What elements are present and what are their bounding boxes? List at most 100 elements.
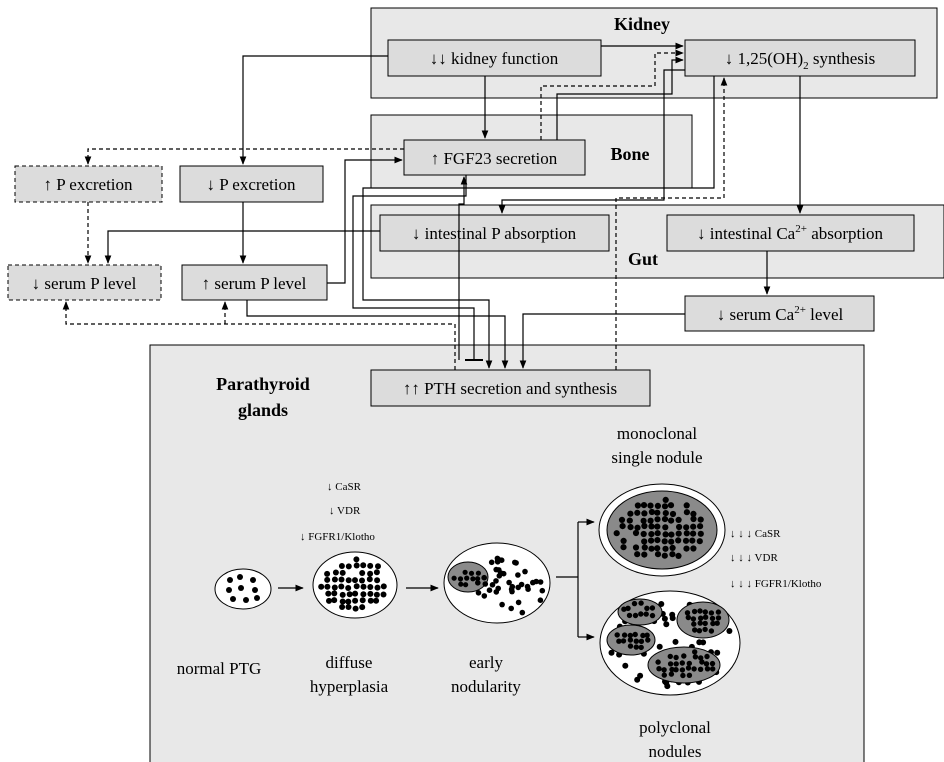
marker-mid-casr: ↓ CaSR [327,481,362,493]
serum-ca-post: level [806,305,844,324]
diffuse-gland-cell [367,590,374,597]
mono-nodule-cell [668,538,675,545]
pth-label: ↑↑ PTH secretion and synthesis [403,379,617,398]
mono-nodule-cell [667,502,675,509]
poly-nodule-cell [680,672,686,679]
intestinal-ca-box [666,214,915,252]
arrow-pth-to-fgf23-solid [458,176,468,360]
diffuse-gland-cell [359,597,366,604]
mono-nodule-cell [661,516,669,523]
mono-nodule-cell [654,502,662,509]
mono-nodule-cell [675,516,682,524]
diffuse-gland-cell [345,585,352,591]
poly-nodule-cell [698,615,704,621]
mono-nodule-cell [697,530,704,537]
poly-nodule-cell [710,620,716,627]
mono-nodule-cell [641,551,648,558]
poly-nodule-cell [709,615,716,622]
diffuse-gland-cell [380,583,387,590]
mono-nodule-cell [654,530,661,537]
diffuse-gland-cell [374,577,381,584]
progression-arrows [278,518,595,641]
poly-nodule-cell [644,632,650,638]
diffuse-gland-cell [375,563,381,570]
diffuse-gland-cell [339,591,346,598]
poly-gland-cell [656,643,663,650]
early-gland-cell [508,605,514,612]
inhibit-fgf23-to-pth [352,175,475,360]
gland-illustrations [214,483,741,696]
normal-gland-cell [252,587,258,593]
poly-nodule-cell [673,654,679,661]
synthesis-label: ↓ 1,25(OH)2 synthesis [725,49,875,72]
poly-nodule-cell [704,666,711,672]
poly-nodule-cell [633,638,639,644]
early-gland-cell [506,579,512,586]
serum-p-up-box [181,264,328,301]
early-gland-cell [488,559,495,566]
poly-nodule [676,601,730,639]
poly-gland-cell [714,649,721,656]
diffuse-gland-cell [352,597,359,604]
early-gland-cell [515,572,521,578]
marker-late-casr: ↓ ↓ ↓ CaSR [730,528,781,540]
poly-nodule-cell [686,660,692,667]
poly-nodule-cell [681,653,687,659]
poly-nodule-cell [626,612,633,619]
diffuse-gland-cell [339,569,346,576]
mono-nodule-cell [640,530,647,538]
diffuse-gland-cell [380,591,387,598]
connector-pth-fgf23 [458,176,468,360]
stage-poly-line1: polyclonal [639,718,711,737]
diffuse-gland-cell [331,597,338,604]
mono-nodule [606,490,718,570]
mono-nodule-cell [620,544,627,551]
poly-nodule-cell [638,638,645,644]
diffuse-gland-cell [338,576,345,583]
poly-gland-cell [622,662,629,669]
poly-gland-cell [608,649,615,656]
early-gland-cell [481,593,488,599]
poly-nodule-cell [691,621,697,627]
early-nodule-cell [463,582,469,588]
poly-nodule-cell [673,661,679,667]
poly-nodule-cell [656,666,662,672]
mono-nodule-cell [690,545,697,552]
mono-nodule-cell [634,502,642,509]
poly-nodule-cell [649,612,656,619]
mono-nodule-cell [641,544,648,551]
diffuse-gland-cell [346,591,353,598]
arrow-fgf23-dash-to-synthesis [540,49,684,140]
early-gland-cell [530,579,536,586]
diffuse-gland-cell [360,583,367,590]
arrow-synthesis-to-intestinal-p [498,69,685,214]
poly-nodule-cell [684,610,691,616]
arrow-pth-to-fgf23 [62,301,456,370]
early-nodule-cell [475,576,481,582]
poly-nodule-cell [698,655,704,661]
diffuse-gland-cell [373,569,380,576]
serum-ca-sup: 2+ [794,304,806,316]
mono-nodule-cell [682,537,690,544]
mono-nodule-cell [634,524,641,531]
diffuse-gland-cell [345,577,352,584]
poly-gland-cell [634,676,641,683]
poly-nodule-cell [638,611,644,617]
diffuse-gland-cell [353,583,360,590]
serum-ca-pre: ↓ serum Ca [717,305,795,324]
diffuse-gland-cell [345,563,352,570]
diffuse-gland-cell [332,569,339,576]
mono-nodule-cell [675,530,682,537]
synthesis-sub: 2 [803,60,809,72]
mono-nodule-cell [620,537,627,545]
mono-nodule-cell [654,509,661,516]
poly-nodule-cell [621,606,627,612]
fgf23-box [403,139,586,176]
marker-mid-fgfr1: ↓ FGFR1/Klotho [300,531,375,543]
poly-gland-cell [664,683,671,690]
poly-nodule-cell [715,609,722,615]
stage-diffuse-line2: hyperplasia [310,677,389,696]
poly-nodule-cell [649,605,656,611]
early-nodule-cell [468,570,475,576]
poly-nodule-cell [620,638,627,644]
